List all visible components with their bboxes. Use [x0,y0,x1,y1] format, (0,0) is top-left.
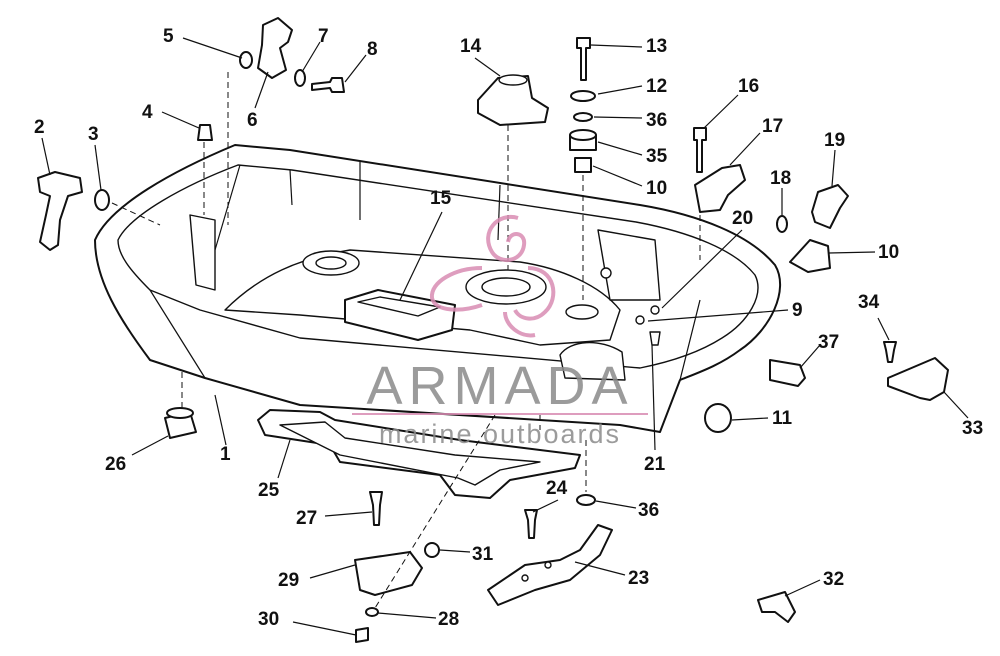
label-15: 15 [430,188,452,209]
part-31-nut [424,542,440,558]
label-16: 16 [738,76,759,97]
part-6-latch [257,17,293,79]
part-27-bolt [369,491,383,526]
part-17-bracket [694,164,746,213]
label-18: 18 [770,168,791,189]
label-2: 2 [34,117,45,138]
label-29: 29 [278,570,299,591]
label-32: 32 [823,569,844,590]
label-12: 12 [646,76,667,97]
label-36-top: 36 [646,110,667,131]
part-4-fitting [197,124,213,141]
part-24-bolt [524,509,538,539]
label-35: 35 [646,146,668,167]
label-4: 4 [142,102,153,123]
watermark-tagline: marine outboards [379,419,621,449]
assembly-lines [111,72,701,609]
label-37: 37 [818,332,839,353]
label-7: 7 [318,26,329,47]
part-19-arm [811,184,849,229]
label-14: 14 [460,36,482,57]
label-23: 23 [628,568,649,589]
label-9: 9 [792,300,803,321]
part-labels: 1 2 3 4 5 6 7 8 9 10 10 11 12 13 14 15 1… [34,26,983,630]
lower-cowl [94,144,781,433]
part-18-washer [776,215,788,233]
part-2-lever [37,171,83,251]
part-37-plug [769,359,806,387]
part-15-seal [344,289,456,341]
label-3: 3 [88,124,99,145]
label-26: 26 [105,454,126,475]
part-5-washer [239,51,253,69]
part-21-screw [649,331,661,346]
label-13: 13 [646,36,667,57]
part-30-screw [355,627,369,643]
label-28: 28 [438,609,459,630]
label-17: 17 [762,116,783,137]
part-29-bracket [354,551,423,596]
watermark-logo-icon [429,214,556,338]
label-30: 30 [258,609,279,630]
part-3-washer [94,189,110,211]
label-1: 1 [220,444,231,465]
part-34-screw [883,341,897,363]
part-10-clip [789,239,831,273]
label-34: 34 [858,292,880,313]
part-9-screw [635,315,645,325]
watermark-brand: ARMADA [366,356,633,416]
label-36-bottom: 36 [638,500,659,521]
part-20-screw [650,305,660,315]
part-33-bracket [887,357,949,401]
label-25: 25 [258,480,280,501]
leader-lines [41,37,969,636]
label-8: 8 [367,39,378,60]
part-12-washer [570,90,596,102]
label-10-top: 10 [646,178,667,199]
label-33: 33 [962,418,983,439]
label-5: 5 [163,26,174,47]
label-10-right: 10 [878,242,899,263]
part-11-cap [704,403,732,433]
watermark: ARMADA marine outboards [352,214,648,449]
part-36-washer [573,112,593,122]
part-32-clip [757,591,796,623]
label-24: 24 [546,478,568,499]
part-7-washer [294,69,306,87]
part-36-washer-lower [576,494,596,506]
part-16-bolt [693,127,707,173]
label-19: 19 [824,130,845,151]
label-27: 27 [296,508,317,529]
label-31: 31 [472,544,494,565]
label-20: 20 [732,208,753,229]
part-8-bolt [311,77,345,93]
part-10-bushing [574,157,592,173]
label-11: 11 [772,408,793,429]
part-25-seal [257,409,581,499]
label-21: 21 [644,454,666,475]
part-13-bolt [576,37,591,81]
part-28-washer [365,607,379,617]
label-6: 6 [247,110,258,131]
